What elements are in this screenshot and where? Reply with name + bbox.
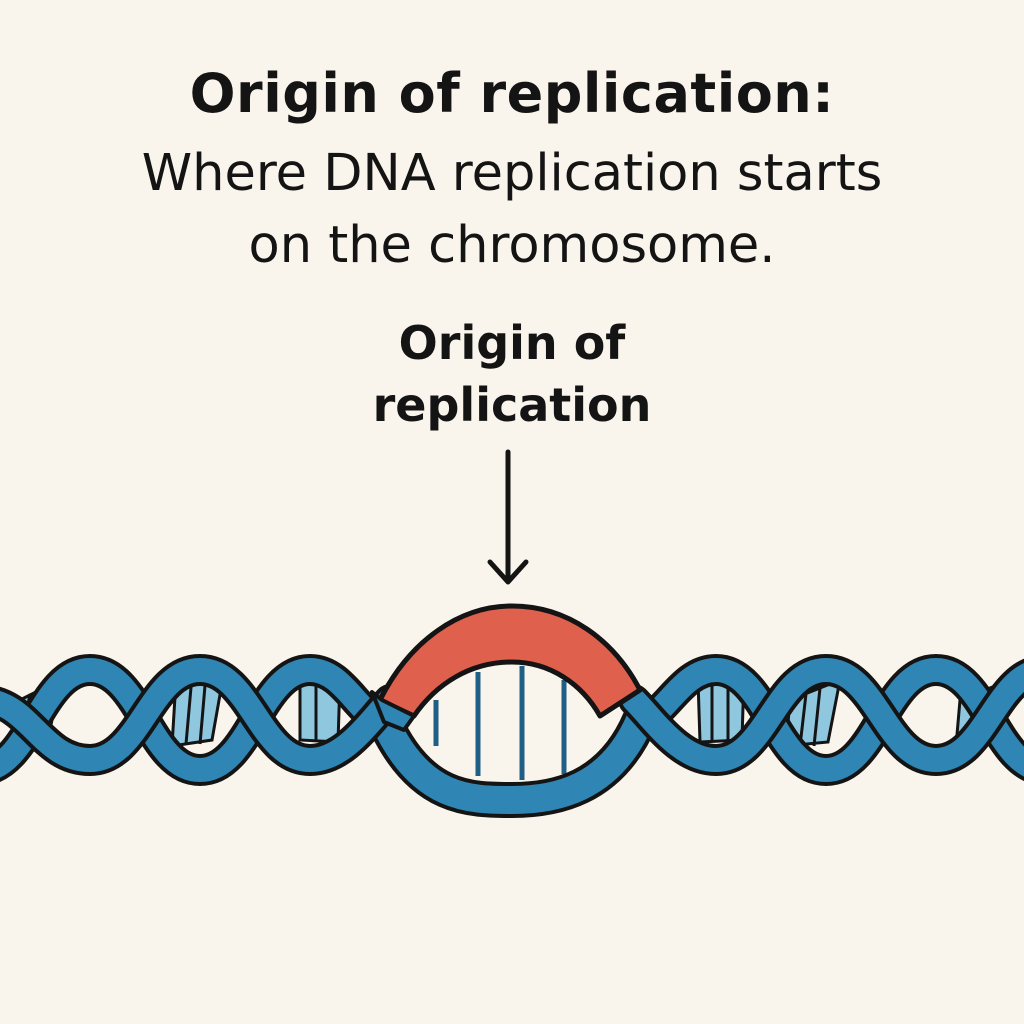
subtitle-line-1: Where DNA replication starts [141, 144, 883, 203]
bubble-bottom-strand [366, 702, 658, 819]
callout-line-1: Origin of [398, 316, 626, 370]
page-subtitle: Where DNA replication starts on the chro… [0, 138, 1024, 282]
origin-bubble-blue-tip [370, 690, 416, 732]
arrow-head [487, 559, 529, 585]
helix-strand-front [0, 657, 402, 773]
helix-strand-back [0, 657, 396, 783]
bubble-bottom [370, 706, 654, 815]
callout-line-2: replication [372, 378, 652, 432]
origin-callout-label: Origin of replication [0, 312, 1024, 436]
origin-bubble-outline [377, 603, 643, 719]
page-title: Origin of replication: [189, 62, 835, 125]
helix-rung-line [812, 687, 822, 747]
down-arrow-icon [487, 449, 529, 585]
helix-front-strands [0, 653, 1024, 777]
helix-back-strands [0, 653, 1024, 787]
helix-strand-front-right [622, 657, 1024, 773]
subtitle-line-2: on the chromosome. [248, 216, 776, 275]
helix-strand-back-right [628, 657, 1024, 783]
origin-bubble [370, 603, 643, 732]
bubble-base-pairs [433, 666, 567, 780]
